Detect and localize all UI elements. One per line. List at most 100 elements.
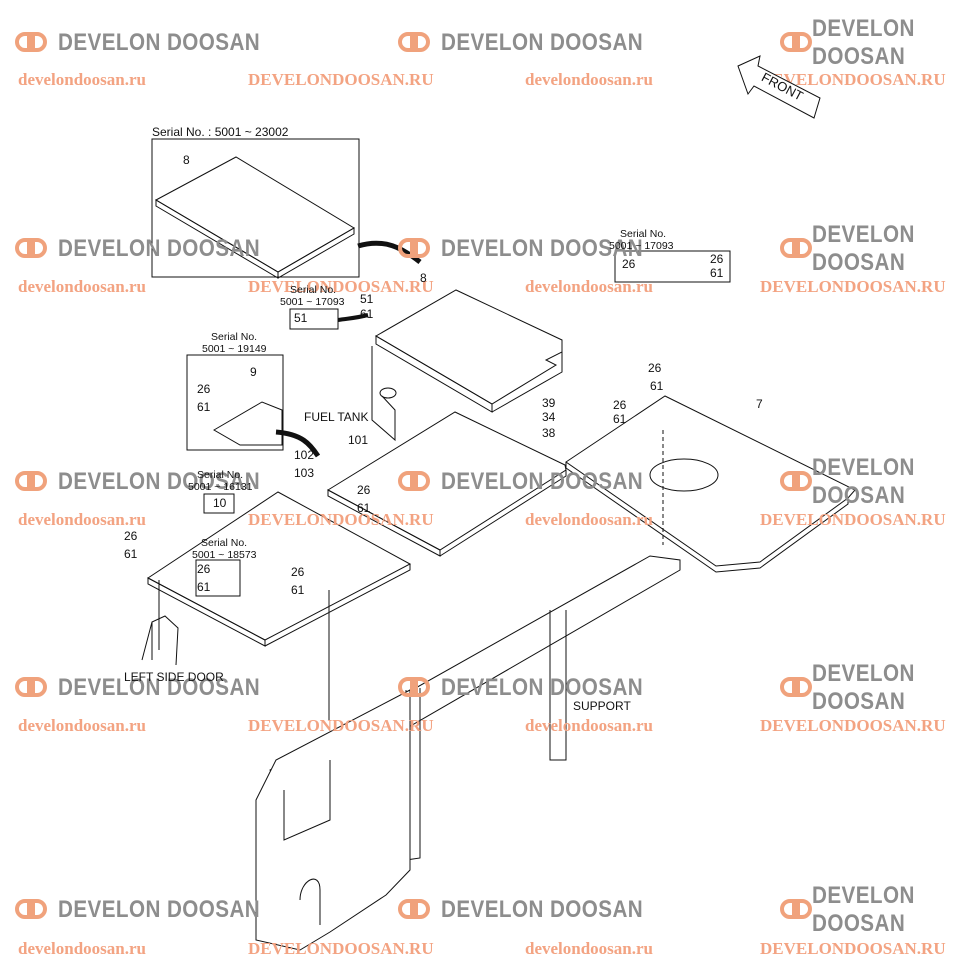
support-label: SUPPORT [573, 699, 631, 713]
serial-19149-line2: 5001 ~ 19149 [202, 343, 267, 355]
brand-mark-icon [780, 236, 812, 262]
plate-9 [213, 401, 283, 446]
leader-arrow-51 [337, 313, 369, 322]
watermark-url: develondoosan.ru [18, 939, 146, 958]
part-101: 101 [348, 433, 369, 447]
part-39: 39 [542, 396, 556, 410]
part-34: 34 [542, 410, 556, 424]
watermark-logo: DEVELON DOOSAN [398, 895, 676, 925]
watermark-brand: DEVELON DOOSAN [441, 235, 644, 262]
part-26: 26 [291, 565, 305, 579]
left-side-door [141, 615, 179, 666]
serial-23002: Serial No. : 5001 ~ 23002 [152, 125, 289, 139]
part-61: 61 [197, 580, 211, 594]
leader-arrow-inset [357, 240, 422, 264]
watermark-brand: DEVELON DOOSAN [812, 882, 915, 937]
watermark-logo: DEVELON DOOSAN [398, 467, 676, 497]
serial-17093b-line1: Serial No. [620, 228, 667, 240]
watermark-logo: DEVELON DOOSAN [15, 467, 293, 497]
brand-mark-icon [780, 30, 812, 56]
fuel-tank-outline [371, 346, 396, 442]
brand-mark-icon [398, 30, 436, 56]
part-8-inset: 8 [183, 153, 190, 167]
watermark-logo: DEVELON DOOSAN [780, 660, 980, 715]
watermark-logo: DEVELON DOOSAN [15, 895, 293, 925]
watermark-logo: DEVELON DOOSAN [15, 28, 293, 58]
watermark-brand: DEVELON DOOSAN [58, 468, 261, 495]
serial-17093b-line2: 5001 ~ 17093 [609, 240, 674, 252]
watermark-brand: DEVELON DOOSAN [441, 896, 644, 923]
watermark-brand: DEVELON DOOSAN [58, 896, 261, 923]
watermark-url: DEVELONDOOSAN.RU [760, 510, 946, 529]
part-26: 26 [197, 382, 211, 396]
left-side-door-label: LEFT SIDE DOOR [124, 670, 224, 684]
brand-mark-icon [15, 897, 53, 923]
fuel-tank-label: FUEL TANK [304, 410, 369, 424]
brand-mark-icon [398, 236, 436, 262]
part-26: 26 [622, 257, 636, 271]
front-arrow-icon [737, 55, 821, 119]
brand-mark-icon [398, 675, 436, 701]
watermark-brand: DEVELON DOOSAN [58, 235, 261, 262]
part-103: 103 [294, 466, 315, 480]
part-61: 61 [124, 547, 138, 561]
part-38: 38 [542, 426, 556, 440]
watermark-url: DEVELONDOOSAN.RU [248, 277, 434, 296]
watermark-brand: DEVELON DOOSAN [812, 15, 915, 70]
serial-16131-line1: Serial No. [197, 469, 244, 481]
watermark-logo: DEVELON DOOSAN [398, 673, 676, 703]
brand-mark-icon [780, 469, 812, 495]
watermark-logo: DEVELON DOOSAN [780, 15, 980, 70]
part-9: 9 [250, 365, 257, 379]
brand-mark-icon [15, 675, 53, 701]
watermark-url: DEVELONDOOSAN.RU [760, 939, 946, 958]
watermark-url: DEVELONDOOSAN.RU [248, 70, 434, 89]
part-61: 61 [291, 583, 305, 597]
serial-18573-line2: 5001 ~ 18573 [192, 549, 257, 561]
watermark-logo: DEVELON DOOSAN [398, 234, 676, 264]
part-51: 51 [360, 292, 374, 306]
watermark-logo: DEVELON DOOSAN [780, 454, 980, 509]
watermark-logo: DEVELON DOOSAN [15, 673, 293, 703]
watermark-logo: DEVELON DOOSAN [398, 28, 676, 58]
leader-arrow-9 [275, 429, 321, 458]
brand-mark-icon [780, 675, 812, 701]
plate-10 [147, 491, 412, 647]
inset-box-18573 [195, 559, 241, 597]
part-61: 61 [357, 501, 371, 515]
watermark-url: develondoosan.ru [525, 277, 653, 296]
inset-box-23002 [151, 138, 360, 278]
inset-box-17093b [614, 250, 731, 283]
part-51-inset: 51 [294, 311, 308, 325]
inset-box-19149 [186, 354, 284, 451]
watermark-logo: DEVELON DOOSAN [780, 221, 980, 276]
watermark-url: develondoosan.ru [525, 939, 653, 958]
brand-mark-icon [398, 897, 436, 923]
watermark-url: develondoosan.ru [525, 716, 653, 735]
serial-19149-line1: Serial No. [211, 331, 258, 343]
watermark-brand: DEVELON DOOSAN [58, 674, 261, 701]
watermark-url: develondoosan.ru [525, 510, 653, 529]
watermark-url: DEVELONDOOSAN.RU [760, 277, 946, 296]
part-26: 26 [710, 252, 724, 266]
part-61: 61 [613, 412, 627, 426]
watermark-url: develondoosan.ru [18, 70, 146, 89]
watermark-brand: DEVELON DOOSAN [441, 674, 644, 701]
part-8-main: 8 [420, 271, 427, 285]
part-61: 61 [650, 379, 664, 393]
part-26: 26 [124, 529, 138, 543]
brand-mark-icon [15, 236, 53, 262]
part-102: 102 [294, 448, 315, 462]
watermark-brand: DEVELON DOOSAN [812, 454, 915, 509]
watermark-brand: DEVELON DOOSAN [812, 660, 915, 715]
serial-17093a-line2: 5001 ~ 17093 [280, 296, 345, 308]
inset-box-10 [203, 493, 235, 514]
watermark-brand: DEVELON DOOSAN [812, 221, 915, 276]
part-61: 61 [197, 400, 211, 414]
part-26: 26 [613, 398, 627, 412]
brand-mark-icon [780, 897, 812, 923]
watermark-url: DEVELONDOOSAN.RU [248, 716, 434, 735]
plate-7 [565, 395, 856, 573]
part-26: 26 [648, 361, 662, 375]
